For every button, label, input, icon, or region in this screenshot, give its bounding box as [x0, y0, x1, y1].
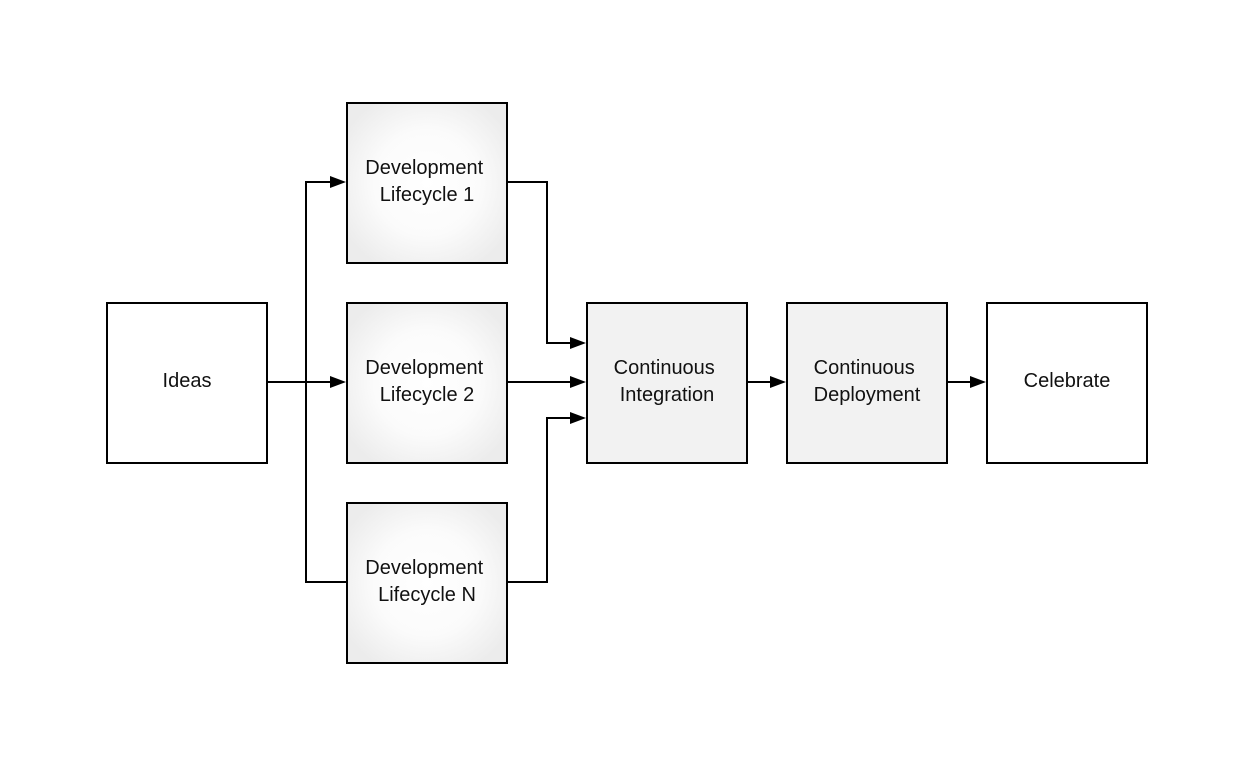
node-celebrate-label-line-1: Celebrate [1024, 370, 1111, 392]
node-cd-label: Continuous Deployment [814, 357, 921, 406]
node-continuous-deployment: Continuous Deployment [786, 302, 948, 464]
node-dev2-label-line-2: Lifecycle 2 [380, 384, 475, 406]
arrowheads [330, 176, 986, 424]
arrow-into-celebrate [970, 376, 986, 388]
node-ci-box [586, 302, 748, 464]
node-ci-label-line-2: Integration [620, 384, 715, 406]
node-cd-label-line-2: Deployment [814, 384, 921, 406]
node-devn-label: Development Lifecycle N [365, 557, 488, 606]
node-development-lifecycle-n: Development Lifecycle N [346, 502, 508, 664]
node-dev1-label-line-1: Development [365, 157, 483, 179]
node-dev1-label: Development Lifecycle 1 [365, 157, 488, 206]
node-devn-box [346, 502, 508, 664]
node-celebrate: Celebrate [986, 302, 1148, 464]
node-devn-label-line-2: Lifecycle N [378, 584, 476, 606]
arrow-into-dev2 [330, 376, 346, 388]
node-cd-box [786, 302, 948, 464]
node-development-lifecycle-1: Development Lifecycle 1 [346, 102, 508, 264]
edge-dev1-to-ci [507, 181, 576, 344]
arrow-into-cd [770, 376, 786, 388]
node-ideas-box [106, 302, 268, 464]
edge-ideas-to-dev1 [305, 181, 336, 382]
node-ideas: Ideas [106, 302, 268, 464]
node-dev1-label-line-2: Lifecycle 1 [380, 184, 475, 206]
node-ci-label-line-1: Continuous [614, 357, 715, 379]
arrow-into-dev1 [330, 176, 346, 188]
node-ci-label: Continuous Integration [614, 357, 721, 406]
node-celebrate-box [986, 302, 1148, 464]
node-dev2-label: Development Lifecycle 2 [365, 357, 488, 406]
node-dev1-box [346, 102, 508, 264]
connectors [267, 181, 976, 583]
arrow-into-ci-top [570, 337, 586, 349]
node-devn-label-line-1: Development [365, 557, 483, 579]
node-dev2-label-line-1: Development [365, 357, 483, 379]
edge-devn-to-ci [507, 417, 576, 583]
node-dev2-box [346, 302, 508, 464]
node-celebrate-label: Celebrate [1024, 370, 1111, 392]
node-cd-label-line-1: Continuous [814, 357, 915, 379]
node-ideas-label-line-1: Ideas [163, 370, 212, 392]
node-development-lifecycle-2: Development Lifecycle 2 [346, 302, 508, 464]
arrow-into-ci-middle [570, 376, 586, 388]
node-continuous-integration: Continuous Integration [586, 302, 748, 464]
arrow-into-ci-bottom [570, 412, 586, 424]
node-ideas-label: Ideas [163, 370, 212, 392]
edge-ideas-to-devn [305, 382, 346, 583]
